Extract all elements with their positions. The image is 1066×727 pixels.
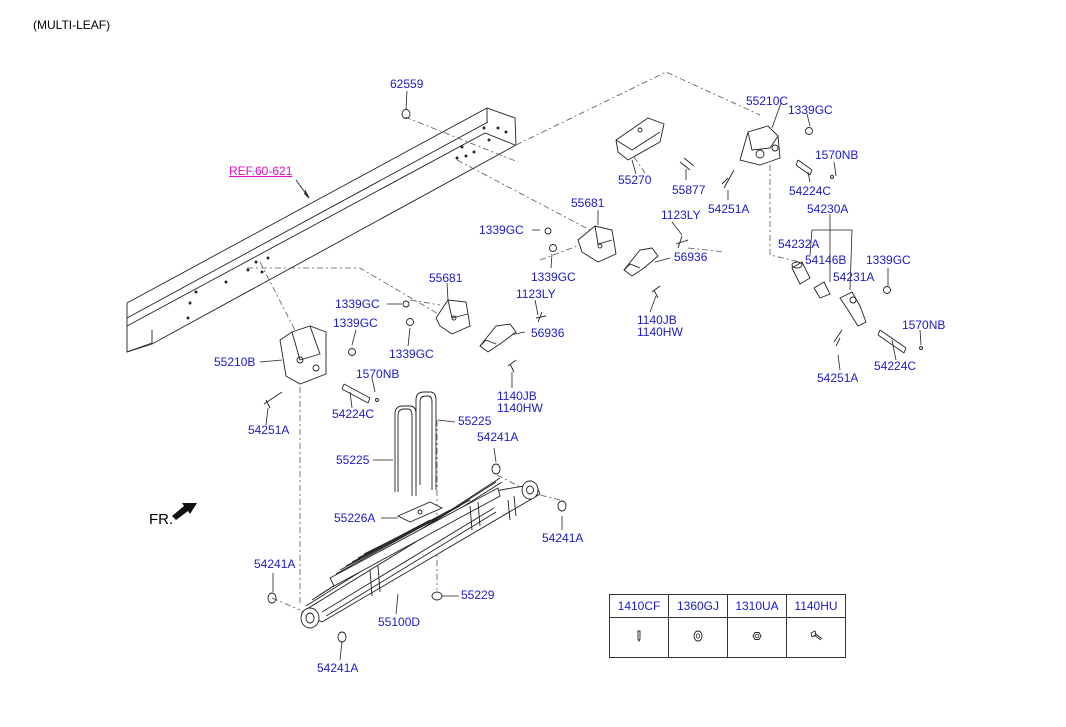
part-label-54232a[interactable]: 54232A xyxy=(778,237,820,251)
ref-link-60-621[interactable]: REF.60-621 xyxy=(229,164,293,178)
grommet-62559 xyxy=(401,109,411,119)
legend-header-1140hu[interactable]: 1140HU xyxy=(786,594,846,618)
part-label-1570nb[interactable]: 1570NB xyxy=(815,148,859,162)
part-label-55229[interactable]: 55229 xyxy=(461,588,495,602)
legend-header-1410cf[interactable]: 1410CF xyxy=(609,594,669,618)
part-label-1140jb[interactable]: 1140JB xyxy=(497,389,537,403)
part-label-54224c[interactable]: 54224C xyxy=(332,407,375,421)
legend-cell-bolt xyxy=(786,617,846,658)
bracket-55681-left xyxy=(402,299,547,373)
part-label-54146b[interactable]: 54146B xyxy=(805,253,847,267)
part-label-1339gc[interactable]: 1339GC xyxy=(866,253,911,267)
part-label-54224c[interactable]: 54224C xyxy=(789,184,832,198)
part-label-1140hw[interactable]: 1140HW xyxy=(637,325,683,339)
part-label-55210b[interactable]: 55210B xyxy=(214,355,256,369)
part-label-55877[interactable]: 55877 xyxy=(672,183,706,197)
part-label-56936[interactable]: 56936 xyxy=(674,250,708,264)
shackle-assembly-54230a xyxy=(791,261,923,354)
leaf-spring-55100d xyxy=(300,477,541,629)
diagram-title: (MULTI-LEAF) xyxy=(33,18,111,32)
legend-header-1310ua[interactable]: 1310UA xyxy=(727,594,787,618)
nut-55229 xyxy=(431,591,443,601)
front-direction-arrow xyxy=(172,503,197,520)
part-label-1140hw[interactable]: 1140HW xyxy=(497,401,543,415)
legend-cell-pin xyxy=(609,617,669,658)
front-hanger-55210b xyxy=(263,325,379,409)
part-label-54224c[interactable]: 54224C xyxy=(874,359,917,373)
part-label-55226a[interactable]: 55226A xyxy=(334,511,376,525)
part-label-1140jb[interactable]: 1140JB xyxy=(637,313,677,327)
part-label-54241a[interactable]: 54241A xyxy=(542,531,584,545)
nut-icon xyxy=(752,632,762,640)
part-label-54241a[interactable]: 54241A xyxy=(477,430,519,444)
part-label-62559[interactable]: 62559 xyxy=(390,77,424,91)
part-label-55681[interactable]: 55681 xyxy=(429,271,463,285)
spring-pad-55226a xyxy=(396,501,444,523)
part-label-1339gc[interactable]: 1339GC xyxy=(788,103,833,117)
washer-icon xyxy=(693,630,703,642)
part-label-54230a[interactable]: 54230A xyxy=(807,202,849,216)
part-label-1339gc[interactable]: 1339GC xyxy=(479,223,524,237)
part-label-54241a[interactable]: 54241A xyxy=(254,557,296,571)
bump-stopper-55270 xyxy=(615,117,695,171)
bracket-55681-right xyxy=(544,225,689,299)
part-label-1123ly[interactable]: 1123LY xyxy=(661,208,701,222)
part-label-55210c[interactable]: 55210C xyxy=(746,94,789,108)
part-label-1339gc[interactable]: 1339GC xyxy=(389,347,434,361)
pin-icon xyxy=(637,630,641,643)
part-label-55225[interactable]: 55225 xyxy=(458,414,492,428)
u-bolts-55225 xyxy=(394,391,437,496)
part-label-54231a[interactable]: 54231A xyxy=(833,270,875,284)
part-label-1339gc[interactable]: 1339GC xyxy=(335,297,380,311)
part-label-55270[interactable]: 55270 xyxy=(618,173,652,187)
part-label-1570nb[interactable]: 1570NB xyxy=(356,367,400,381)
part-label-55225[interactable]: 55225 xyxy=(336,453,370,467)
rear-hanger-55210c xyxy=(721,125,834,189)
legend-cell-nut xyxy=(727,617,787,658)
legend-cell-washer xyxy=(668,617,728,658)
front-direction-label: FR. xyxy=(149,511,174,528)
part-label-55100d[interactable]: 55100D xyxy=(378,615,421,629)
washers-54241a xyxy=(267,463,567,643)
part-label-1339gc[interactable]: 1339GC xyxy=(531,270,576,284)
part-label-1570nb[interactable]: 1570NB xyxy=(902,318,946,332)
part-label-54241a[interactable]: 54241A xyxy=(317,661,359,675)
bolt-icon xyxy=(810,630,823,641)
part-label-54251a[interactable]: 54251A xyxy=(248,423,290,437)
part-label-55681[interactable]: 55681 xyxy=(571,196,605,210)
part-label-56936[interactable]: 56936 xyxy=(531,326,565,340)
part-label-1339gc[interactable]: 1339GC xyxy=(333,316,378,330)
part-label-54251a[interactable]: 54251A xyxy=(708,202,750,216)
fastener-legend-table: 1410CF 1360GJ 1310UA 1140HU xyxy=(609,594,846,658)
part-label-1123ly[interactable]: 1123LY xyxy=(516,287,556,301)
part-label-54251a[interactable]: 54251A xyxy=(817,371,859,385)
legend-header-1360gj[interactable]: 1360GJ xyxy=(668,594,728,618)
